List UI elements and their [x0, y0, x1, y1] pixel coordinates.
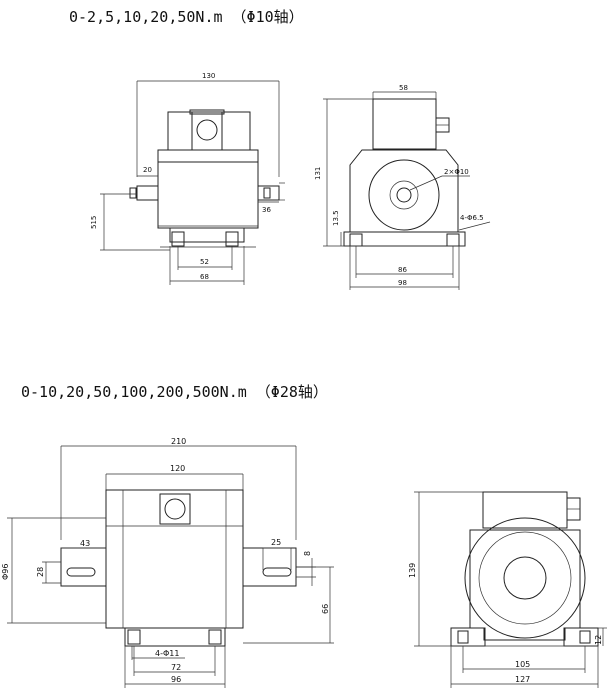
bottom-front-view: 210 120 43 25 8 Φ96	[1, 437, 334, 688]
top-front-dim-20: 20	[143, 166, 152, 174]
top-front-dim-52: 52	[200, 258, 209, 266]
bottom-front-dim-210: 210	[171, 437, 186, 446]
top-front-dim-130: 130	[202, 72, 215, 80]
top-side-dim-holes: 4-Φ6.5	[460, 214, 484, 222]
top-side-dim-phi10: 2×Φ10	[444, 168, 469, 176]
top-side-dim-98: 98	[398, 279, 407, 287]
top-side-dim-13.5: 13.5	[332, 210, 340, 226]
bottom-model-heading: 0-10,20,50,100,200,500N.m （Φ28轴）	[21, 383, 328, 401]
bottom-side-dim-127: 127	[515, 675, 530, 684]
top-front-view: 130 20 36 515	[90, 72, 285, 285]
top-model-heading: 0-2,5,10,20,50N.m （Φ10轴）	[69, 8, 304, 26]
bottom-front-dim-8: 8	[303, 551, 312, 556]
bottom-front-dim-phi96: Φ96	[1, 564, 10, 580]
top-side-dim-131: 131	[314, 167, 322, 180]
top-side-dim-58: 58	[399, 84, 408, 92]
bottom-front-dim-66: 66	[321, 604, 330, 614]
bottom-side-view: 139 12 105 127	[408, 491, 607, 688]
bottom-front-dim-25: 25	[271, 538, 281, 547]
bottom-front-dim-96: 96	[171, 675, 181, 684]
bottom-side-dim-12: 12	[594, 635, 603, 645]
bottom-side-dim-139: 139	[408, 563, 417, 578]
bottom-front-dim-72: 72	[171, 663, 181, 672]
bottom-front-dim-4phi11: 4-Φ11	[155, 649, 179, 658]
bottom-front-dim-28: 28	[36, 567, 45, 577]
bottom-front-dim-120: 120	[170, 464, 185, 473]
top-side-dim-86: 86	[398, 266, 407, 274]
top-front-dim-515: 515	[90, 216, 98, 229]
top-front-dim-68: 68	[200, 273, 209, 281]
top-side-view: 58 2×Φ10 4-Φ6.5 131 13.5 86	[314, 84, 491, 290]
bottom-side-dim-105: 105	[515, 660, 530, 669]
bottom-front-dim-43: 43	[80, 539, 90, 548]
top-front-dim-36: 36	[262, 206, 271, 214]
